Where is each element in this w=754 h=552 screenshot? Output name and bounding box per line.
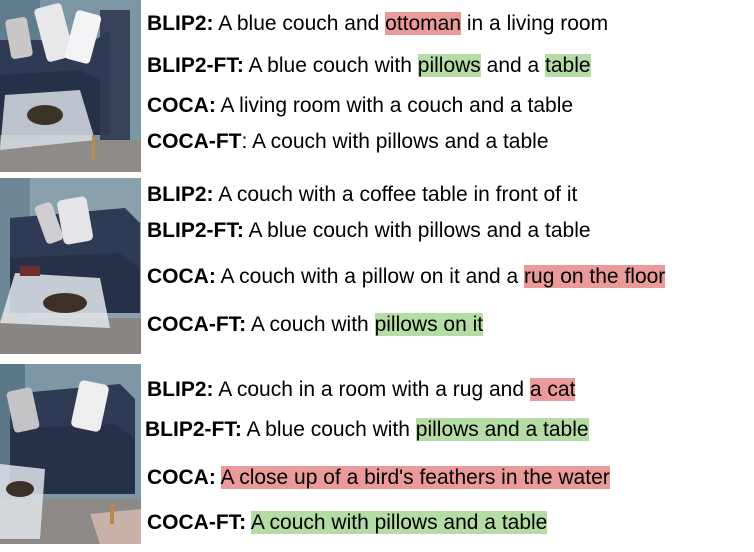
caption-g2-blip2: BLIP2: A couch with a coffee table in fr…: [147, 183, 578, 206]
model-name: BLIP2-FT:: [147, 54, 244, 77]
couch-image-2: [0, 178, 141, 354]
correct-highlight: pillows on it: [374, 313, 484, 336]
model-name: COCA-FT: [147, 130, 242, 153]
caption-g3-blip2: BLIP2: A couch in a room with a rug and …: [147, 378, 576, 401]
correct-highlight: A couch with pillows and a table: [250, 511, 548, 534]
hallucination-highlight: a cat: [529, 378, 576, 401]
model-name: COCA-FT:: [147, 511, 247, 534]
hallucination-highlight: ottoman: [385, 12, 462, 35]
caption-g3-coca: COCA: A close up of a bird's feathers in…: [147, 465, 610, 491]
hallucination-highlight: A close up of a bird's feathers in the w…: [220, 466, 610, 489]
caption-g1-blip2: BLIP2: A blue couch and ottoman in a liv…: [147, 12, 609, 35]
model-name: COCA-FT:: [147, 313, 247, 336]
model-name: COCA:: [147, 265, 216, 288]
couch-photo-2: [0, 178, 141, 354]
caption-g1-coca-ft: COCA-FT: A couch with pillows and a tabl…: [147, 130, 549, 153]
model-name: BLIP2-FT:: [147, 219, 244, 242]
model-name: BLIP2-FT:: [145, 418, 242, 441]
model-name: COCA:: [147, 466, 216, 489]
caption-g2-blip2-ft: BLIP2-FT: A blue couch with pillows and …: [147, 219, 591, 242]
model-name: BLIP2:: [147, 12, 214, 35]
couch-photo-1: [0, 0, 141, 172]
correct-highlight: table: [545, 54, 591, 77]
caption-g3-coca-ft: COCA-FT: A couch with pillows and a tabl…: [147, 510, 548, 536]
couch-photo-3: [0, 364, 141, 544]
correct-highlight: pillows and a table: [415, 418, 589, 441]
model-name: BLIP2:: [147, 378, 214, 401]
hallucination-highlight: rug on the floor: [524, 265, 666, 288]
couch-image-3: [0, 364, 141, 544]
caption-g3-blip2-ft: BLIP2-FT: A blue couch with pillows and …: [145, 418, 589, 441]
caption-g1-coca: COCA: A living room with a couch and a t…: [147, 94, 574, 117]
model-name: COCA:: [147, 94, 216, 117]
correct-highlight: pillows: [417, 54, 481, 77]
caption-g2-coca-ft: COCA-FT: A couch with pillows on it: [147, 313, 484, 336]
caption-g1-blip2-ft: BLIP2-FT: A blue couch with pillows and …: [147, 54, 591, 77]
caption-g2-coca: COCA: A couch with a pillow on it and a …: [147, 265, 666, 288]
model-name: BLIP2:: [147, 183, 214, 206]
couch-image-1: [0, 0, 141, 172]
